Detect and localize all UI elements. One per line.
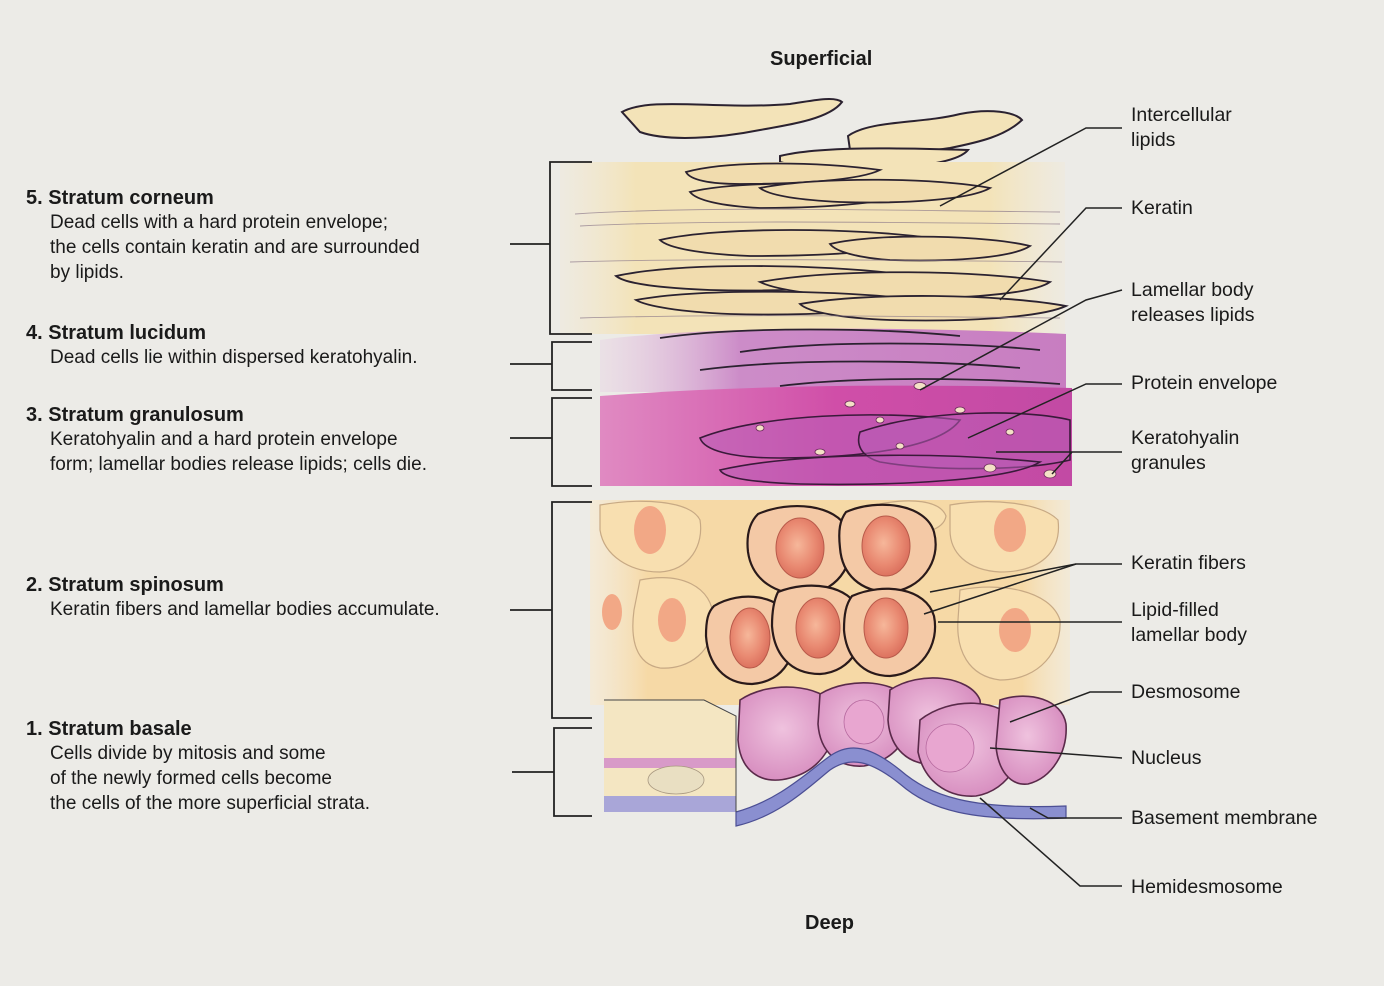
callout-lipid-filled-lamellar-body: Lipid-filled lamellar body [1131, 598, 1247, 648]
callout-hemidesmosome: Hemidesmosome [1131, 875, 1283, 900]
callout-intercellular-lipids: Intercellular lipids [1131, 103, 1232, 153]
callout-keratin: Keratin [1131, 196, 1193, 221]
stratum-description: Cells divide by mitosis and some of the … [26, 741, 516, 816]
stratum-title: 3. Stratum granulosum [26, 403, 516, 427]
stratum-title: 1. Stratum basale [26, 717, 516, 741]
stratum-description: Dead cells lie within dispersed keratohy… [26, 345, 516, 370]
callout-keratin-fibers: Keratin fibers [1131, 551, 1246, 576]
orientation-superficial: Superficial [770, 48, 872, 71]
callout-protein-envelope: Protein envelope [1131, 371, 1277, 396]
stratum-corneum-label: 5. Stratum corneum Dead cells with a har… [26, 186, 516, 285]
stratum-description: Dead cells with a hard protein envelope;… [26, 210, 516, 285]
stratum-description: Keratin fibers and lamellar bodies accum… [26, 597, 516, 622]
stratum-lucidum-region [600, 329, 1066, 392]
callout-basement-membrane: Basement membrane [1131, 806, 1317, 831]
callout-lamellar-body-releases-lipids: Lamellar body releases lipids [1131, 278, 1255, 328]
stratum-title: 5. Stratum corneum [26, 186, 516, 210]
callout-desmosome: Desmosome [1131, 680, 1240, 705]
stratum-lucidum-label: 4. Stratum lucidum Dead cells lie within… [26, 321, 516, 370]
stratum-granulosum-label: 3. Stratum granulosum Keratohyalin and a… [26, 403, 516, 477]
stratum-title: 2. Stratum spinosum [26, 573, 516, 597]
callout-keratohyalin-granules: Keratohyalin granules [1131, 426, 1239, 476]
stratum-title: 4. Stratum lucidum [26, 321, 516, 345]
orientation-deep: Deep [805, 912, 854, 935]
basale-cross-section [604, 700, 736, 812]
surface-cells [622, 99, 1022, 169]
stratum-basale-label: 1. Stratum basale Cells divide by mitosi… [26, 717, 516, 816]
callout-nucleus: Nucleus [1131, 746, 1201, 771]
stratum-description: Keratohyalin and a hard protein envelope… [26, 427, 516, 477]
stratum-spinosum-label: 2. Stratum spinosum Keratin fibers and l… [26, 573, 516, 622]
